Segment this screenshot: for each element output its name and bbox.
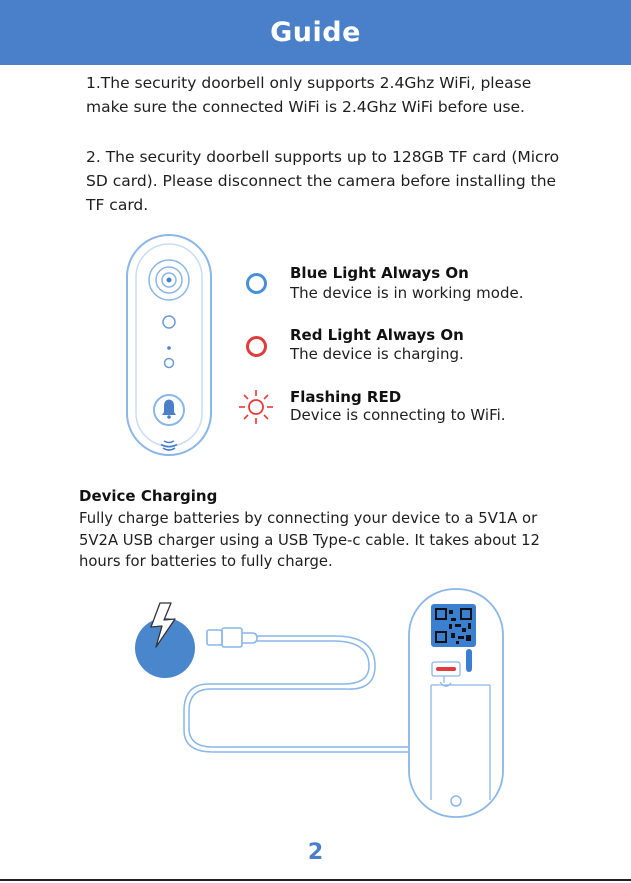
qr-code-icon <box>431 604 476 647</box>
power-source-icon <box>135 602 195 678</box>
charging-section-title: Device Charging <box>79 487 218 505</box>
usb-plug-icon <box>206 627 258 648</box>
speaker-grille-icon <box>160 440 178 451</box>
tf-card-slot-icon <box>466 649 472 672</box>
camera-lens-icon <box>148 259 190 301</box>
page-number: 2 <box>307 840 324 865</box>
bell-button-icon <box>153 394 185 426</box>
charging-section-body: Fully charge batteries by connecting you… <box>79 510 540 570</box>
flashing-light-icon <box>239 390 273 424</box>
page-title: Guide <box>270 17 361 48</box>
sensor-icon <box>162 315 176 329</box>
bottom-divider <box>0 879 631 881</box>
indicator-desc-blue: The device is in working mode. <box>290 284 524 302</box>
red-ring-icon <box>246 336 267 357</box>
indicator-title-flashing: Flashing RED <box>290 388 402 406</box>
light-sensor-icon <box>163 357 175 369</box>
doorbell-back-illustration <box>408 588 504 818</box>
indicator-dot-icon <box>167 346 171 350</box>
indicator-desc-red: The device is charging. <box>290 345 464 363</box>
reset-hole-icon <box>450 795 462 807</box>
indicator-title-blue: Blue Light Always On <box>290 264 469 282</box>
doorbell-front-illustration <box>126 234 212 456</box>
blue-ring-icon <box>246 273 267 294</box>
usb-c-port-icon <box>436 667 456 671</box>
intro-paragraph-wifi: 1.The security doorbell only supports 2.… <box>86 74 532 116</box>
page-header: Guide <box>0 0 631 65</box>
indicator-desc-flashing: Device is connecting to WiFi. <box>290 406 506 424</box>
indicator-title-red: Red Light Always On <box>290 326 464 344</box>
intro-paragraph-tf-card: 2. The security doorbell supports up to … <box>86 148 560 214</box>
